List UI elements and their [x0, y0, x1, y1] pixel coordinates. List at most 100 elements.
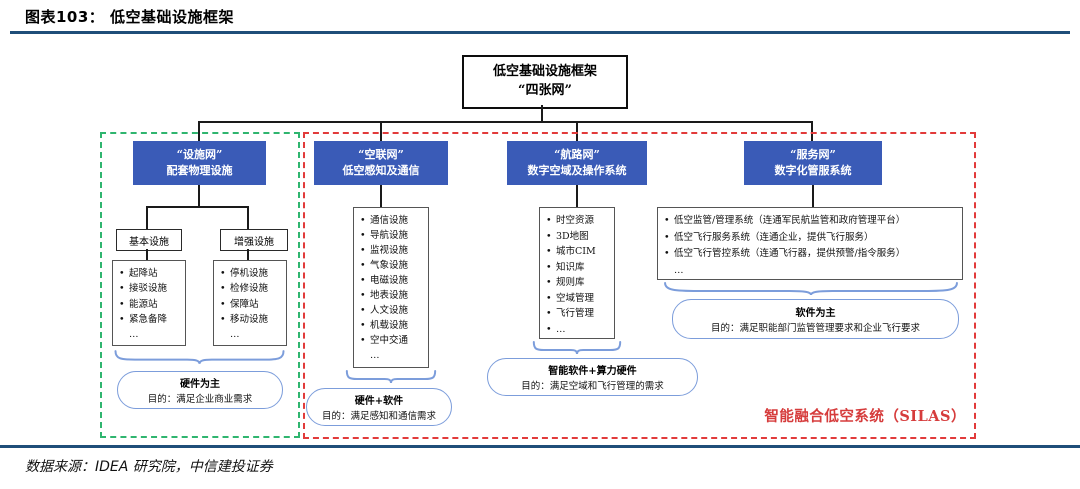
network-box-subtitle: 数字空域及操作系统 [527, 164, 627, 177]
title-underline [10, 31, 1070, 34]
bullet-icon: • [360, 275, 366, 286]
bullet-icon: • [360, 230, 366, 241]
network-box-service: “服务网” 数字化管服系统 [744, 141, 882, 185]
green-dashed-region-physical [100, 132, 300, 438]
list-item: •3D地图 [546, 229, 611, 245]
network-box-title: “设施网” [176, 147, 223, 161]
list-item: •低空飞行服务系统（连通企业，提供飞行服务） [664, 230, 959, 247]
summary-box-col3: 智能软件+算力硬件 目的：满足空域和飞行管理的需求 [487, 358, 698, 396]
curly-brace-col3 [532, 341, 622, 355]
list-enhanced-facilities: •停机设施•检修设施•保障站•移动设施… [213, 260, 287, 346]
list-item: •接驳设施 [119, 281, 182, 296]
list-item-text: … [129, 329, 139, 341]
list-item-text: 移动设施 [230, 313, 269, 325]
bullet-icon: • [360, 305, 366, 316]
list-item: •紧急备降 [119, 312, 182, 327]
list-item: •飞行管理 [546, 306, 611, 322]
list-item: •时空资源 [546, 213, 611, 229]
list-item-text: 空中交通 [370, 335, 409, 346]
list-item-text: 人文设施 [370, 305, 409, 316]
list-management-service-systems: • 低空监管/管理系统（连通军民航监管和政府管理平台） •低空飞行服务系统（连通企业… [657, 207, 963, 280]
root-node-four-networks: 低空基础设施框架 “四张网” [462, 55, 628, 109]
bullet-icon: • [546, 323, 552, 335]
curly-brace-col2 [345, 370, 437, 384]
summary-title: 硬件+软件 [354, 396, 404, 407]
list-item: … [220, 327, 283, 342]
list-item-text: 低空监管/管理系统（连通军民航监管和政府管理平台） [674, 215, 906, 226]
list-item-text: … [230, 329, 240, 341]
list-sensing-communication: •通信设施•导航设施•监视设施•气象设施•电磁设施•地表设施•人文设施•机载设施… [353, 207, 429, 368]
connector-col4-stem [812, 185, 814, 207]
silas-system-label: 智能融合低空系统（SILAS） [764, 408, 966, 425]
list-item: • 起降站 [119, 266, 182, 281]
bullet-icon [220, 327, 226, 342]
list-item: •低空飞行管控系统（连通飞行器，提供预警/指令服务） [664, 246, 959, 263]
summary-title: 智能软件+算力硬件 [548, 366, 637, 377]
summary-box-col2: 硬件+软件 目的：满足感知和通信需求 [306, 388, 452, 426]
list-item: • 导航设施 [360, 228, 425, 243]
bullet-icon: • [360, 290, 366, 301]
bullet-icon: • [119, 283, 125, 295]
bullet-icon: • [220, 283, 226, 295]
summary-title: 硬件为主 [180, 379, 220, 390]
root-node-line1: 低空基础设施框架 [492, 64, 597, 80]
list-item: • 低空监管/管理系统（连通军民航监管和政府管理平台） [664, 213, 959, 230]
bullet-icon: • [119, 268, 125, 279]
subgroup-box-basic: 基本设施 [116, 229, 182, 251]
figure-title: 图表103： 低空基础设施框架 [25, 8, 235, 26]
bullet-icon [664, 263, 670, 280]
list-item: … [664, 263, 959, 280]
summary-purpose: 目的：满足企业商业需求 [147, 394, 253, 405]
list-item: • 电磁设施 [360, 273, 425, 288]
summary-purpose: 目的：满足感知和通信需求 [321, 411, 436, 422]
network-box-subtitle: 数字化管服系统 [774, 164, 852, 177]
list-item-text: 能源站 [129, 298, 158, 310]
bullet-icon: • [664, 215, 670, 226]
list-item-text: 起降站 [129, 268, 158, 279]
list-item: •空中交通 [360, 333, 425, 348]
summary-purpose: 目的：满足空域和飞行管理的需求 [521, 381, 664, 392]
connector-basic-stem [146, 249, 148, 260]
bullet-icon: • [220, 298, 226, 310]
list-item: • 保障站 [220, 297, 283, 312]
list-item-text: 气象设施 [370, 260, 409, 271]
list-item-text: 知识库 [556, 261, 585, 273]
connector-drop-2 [380, 121, 382, 141]
list-item: •监视设施 [360, 243, 425, 258]
list-item-text: 机载设施 [370, 320, 409, 331]
list-item-text: 检修设施 [230, 283, 269, 295]
list-item-text: 规则库 [556, 277, 585, 288]
network-box-facility: “设施网” 配套物理设施 [133, 141, 266, 185]
connector-col1-left [146, 206, 148, 229]
bullet-icon: • [546, 308, 552, 319]
root-node-line2: “四张网” [518, 83, 572, 98]
list-item: •通信设施 [360, 213, 425, 228]
bullet-icon: • [360, 260, 366, 271]
connector-col1-right [247, 206, 249, 229]
network-box-subtitle: 配套物理设施 [166, 164, 233, 177]
list-item-text: 导航设施 [370, 230, 409, 241]
network-box-title: “航路网” [554, 147, 600, 161]
curly-brace-col1 [112, 350, 287, 365]
list-item-text: 紧急备降 [129, 313, 168, 325]
list-item-text: 电磁设施 [370, 275, 409, 286]
list-item: • 检修设施 [220, 281, 283, 296]
list-item-text: 保障站 [230, 298, 259, 310]
red-dashed-region-silas [303, 132, 976, 439]
connector-spine [198, 121, 813, 123]
bullet-icon [360, 348, 366, 363]
list-item: … [119, 327, 182, 342]
footer-divider [0, 445, 1080, 448]
list-item-text: 监视设施 [370, 245, 409, 256]
bullet-icon: • [360, 215, 366, 226]
list-item: • 规则库 [546, 275, 611, 291]
network-box-title: “空联网” [358, 147, 404, 161]
bullet-icon: • [664, 248, 670, 259]
list-item-text: 地表设施 [370, 290, 409, 301]
bullet-icon: • [546, 215, 552, 226]
list-item: •… [546, 322, 611, 338]
bullet-icon: • [546, 277, 552, 288]
bullet-icon: • [546, 230, 552, 242]
list-item: … [360, 348, 425, 363]
